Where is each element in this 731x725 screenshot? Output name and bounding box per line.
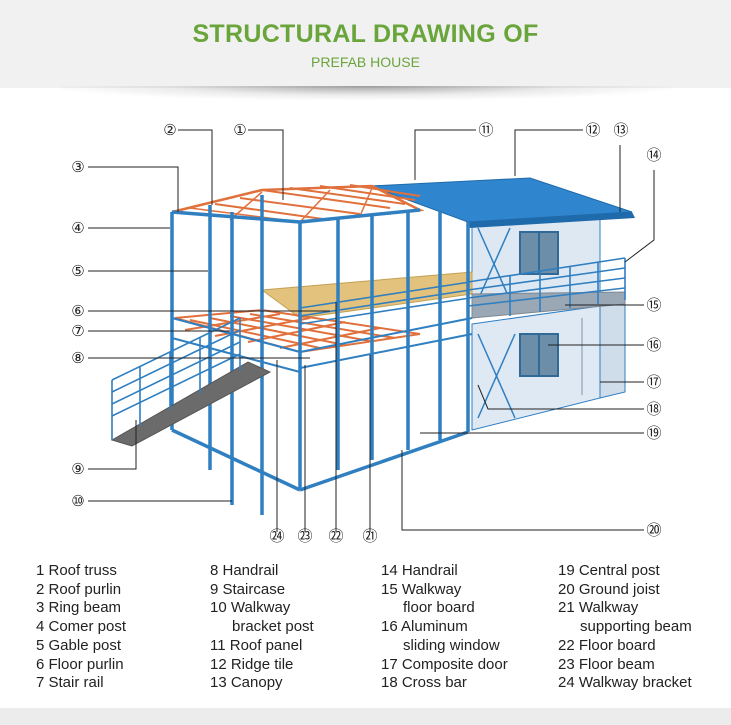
callout-4: ④ [71, 219, 84, 237]
callout-15: ⑮ [646, 296, 661, 314]
callout-3: ③ [71, 158, 84, 176]
lower-wall-side [599, 299, 626, 399]
callout-20: ⑳ [646, 521, 661, 539]
legend-item: 12 Ridge tile [210, 655, 294, 673]
callout-11: ⑪ [478, 121, 493, 139]
legend-item: floor board [403, 599, 475, 617]
callout-14: ⑭ [646, 146, 661, 164]
legend-item: 19 Central post [558, 562, 660, 579]
legend-item: 24 Walkway bracket [558, 674, 692, 692]
callout-18: ⑱ [646, 400, 661, 418]
house-structure-diagram: ① ② ③ ④ ⑤ ⑥ ⑦ ⑧ ⑨ ⑩ ⑪ ⑫ ⑬ ⑭ ⑮ ⑯ ⑰ ⑱ ⑲ ⑳ … [71, 121, 661, 545]
callout-24: ㉔ [269, 527, 284, 545]
legend-item: bracket post [232, 618, 314, 636]
page-title: STRUCTURAL DRAWING OF [192, 20, 539, 48]
callout-1: ① [233, 121, 246, 139]
callout-16: ⑯ [646, 336, 661, 354]
header-band [0, 0, 731, 88]
callout-19: ⑲ [646, 424, 661, 442]
legend-item: 5 Gable post [36, 636, 122, 654]
legend-item: 9 Staircase [210, 580, 286, 598]
callout-23: ㉓ [297, 527, 312, 545]
legend-item: 15 Walkway [381, 580, 462, 598]
callout-labels: ① ② ③ ④ ⑤ ⑥ ⑦ ⑧ ⑨ ⑩ ⑪ ⑫ ⑬ ⑭ ⑮ ⑯ ⑰ ⑱ ⑲ ⑳ … [71, 121, 661, 545]
legend-item: supporting beam [580, 618, 692, 636]
callout-5: ⑤ [71, 262, 84, 280]
leader-lines [88, 129, 655, 532]
legend-item: 3 Ring beam [36, 599, 122, 617]
staircase [110, 361, 272, 447]
legend-item: 6 Floor purlin [36, 655, 124, 673]
legend-item: sliding window [403, 636, 500, 654]
walkway-handrail [299, 257, 626, 325]
steel-frame [170, 195, 470, 515]
legend-item: 21 Walkway [558, 599, 639, 617]
legend-item: 1 Roof truss [36, 562, 117, 579]
callout-22: ㉒ [328, 527, 343, 545]
legend-item: 18 Cross bar [381, 674, 467, 692]
legend-item: 11 Roof panel [210, 636, 303, 654]
legend-item: 10 Walkway [210, 599, 291, 617]
header-shadow [60, 86, 671, 100]
callout-17: ⑰ [646, 373, 661, 391]
footer-band [0, 708, 731, 725]
callout-7: ⑦ [71, 322, 84, 340]
legend-item: 14 Handrail [381, 562, 458, 579]
callout-13: ⑬ [613, 121, 628, 139]
legend-item: 13 Canopy [210, 674, 283, 692]
canopy [468, 212, 635, 228]
legend-item: 8 Handrail [210, 562, 279, 579]
legend-item: 23 Floor beam [558, 655, 655, 673]
callout-9: ⑨ [71, 460, 84, 478]
legend-item: 16 Aluminum [381, 618, 468, 636]
legend-item: 22 Floor board [558, 636, 656, 654]
legend-item: 2 Roof purlin [36, 580, 122, 598]
legend-item: 20 Ground joist [558, 580, 660, 598]
callout-12: ⑫ [585, 121, 600, 139]
stair-rail [111, 317, 241, 440]
callout-6: ⑥ [71, 302, 84, 320]
callout-8: ⑧ [71, 349, 84, 367]
legend-item: 4 Comer post [36, 618, 127, 636]
legend-item: 17 Composite door [381, 655, 508, 673]
page-subtitle: PREFAB HOUSE [311, 54, 420, 70]
callout-2: ② [163, 121, 176, 139]
callout-10: ⑩ [71, 492, 84, 510]
legend-item: 7 Stair rail [36, 674, 104, 692]
callout-21: ㉑ [362, 527, 377, 545]
